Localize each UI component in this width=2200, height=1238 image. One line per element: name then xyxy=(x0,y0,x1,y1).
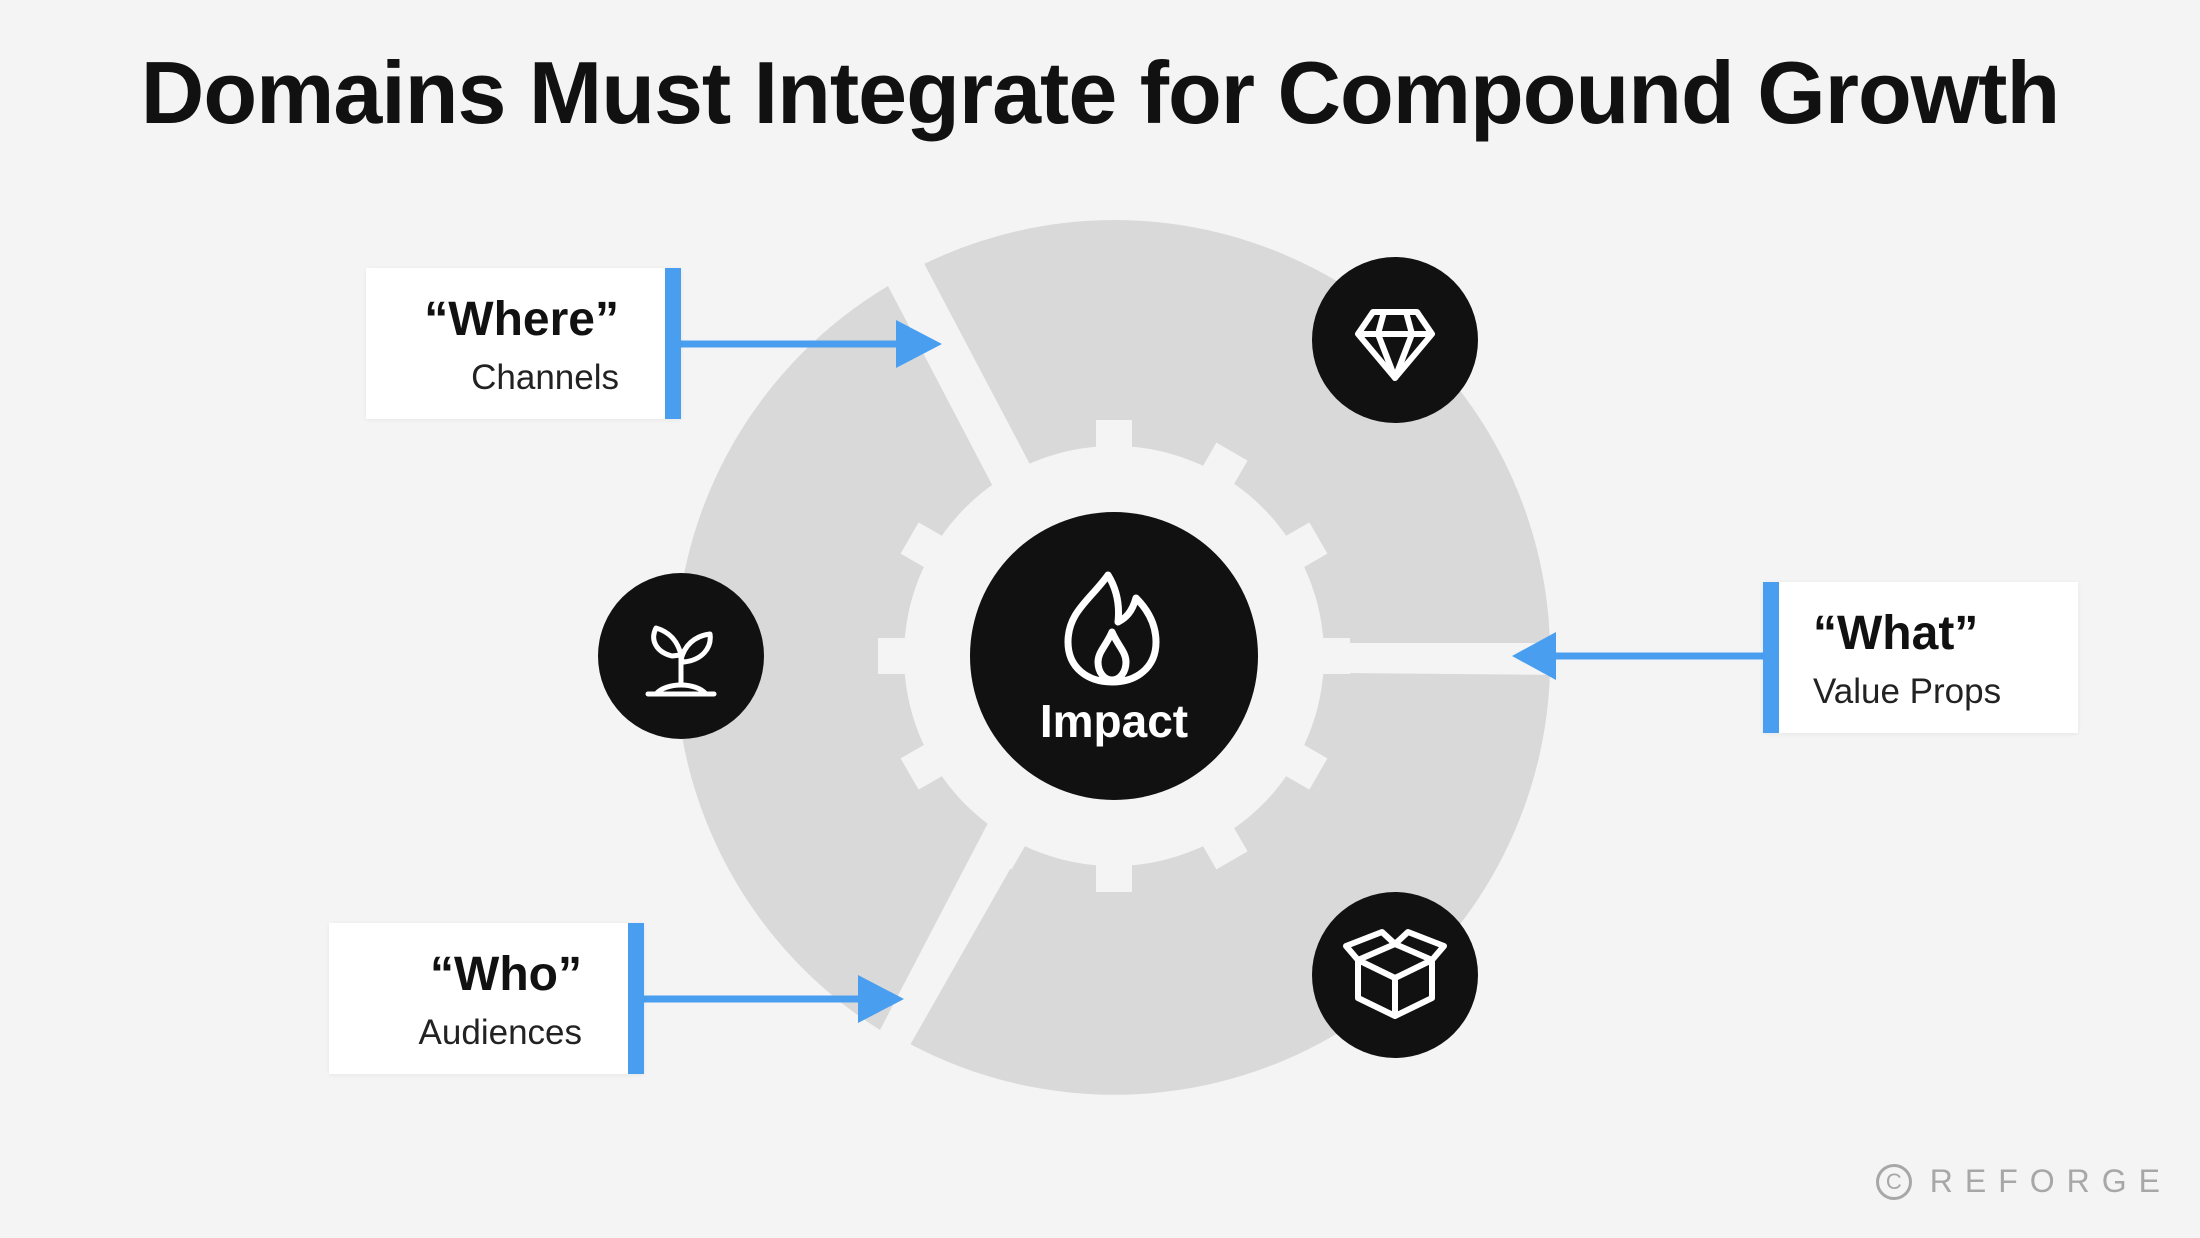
card-accent-bar xyxy=(628,923,644,1074)
box-icon xyxy=(1343,929,1447,1019)
diagram-title: Domains Must Integrate for Compound Grow… xyxy=(140,43,2060,142)
impact-label: Impact xyxy=(1040,695,1188,747)
diamond-node xyxy=(1312,257,1478,423)
card-title-who: “Who” xyxy=(430,948,582,1001)
card-subtitle-who: Audiences xyxy=(418,1013,582,1052)
card-title-what: “What” xyxy=(1813,607,1979,660)
impact-hub: Impact xyxy=(970,512,1258,800)
brand-logo: C REFORGE xyxy=(1875,1163,2172,1200)
card-accent-bar xyxy=(1763,582,1779,733)
box-node xyxy=(1312,892,1478,1058)
sprout-icon xyxy=(645,625,717,697)
card-title-where: “Where” xyxy=(424,293,619,346)
copyright-icon: C xyxy=(1875,1163,1912,1200)
arrow-where xyxy=(681,320,942,368)
diamond-icon xyxy=(1355,309,1435,381)
card-subtitle-where: Channels xyxy=(471,358,619,397)
flame-icon xyxy=(1064,571,1160,686)
arrow-what xyxy=(1512,632,1763,680)
card-accent-bar xyxy=(665,268,681,419)
label-card-what: “What” Value Props xyxy=(1763,582,2078,733)
label-card-who: “Who” Audiences xyxy=(329,923,644,1074)
ring-segment-who xyxy=(675,286,1000,1030)
arrow-who xyxy=(644,975,904,1023)
brand-name: REFORGE xyxy=(1929,1163,2172,1199)
label-card-where: “Where” Channels xyxy=(366,268,681,419)
card-subtitle-what: Value Props xyxy=(1813,672,2002,711)
sprout-node xyxy=(598,573,764,739)
